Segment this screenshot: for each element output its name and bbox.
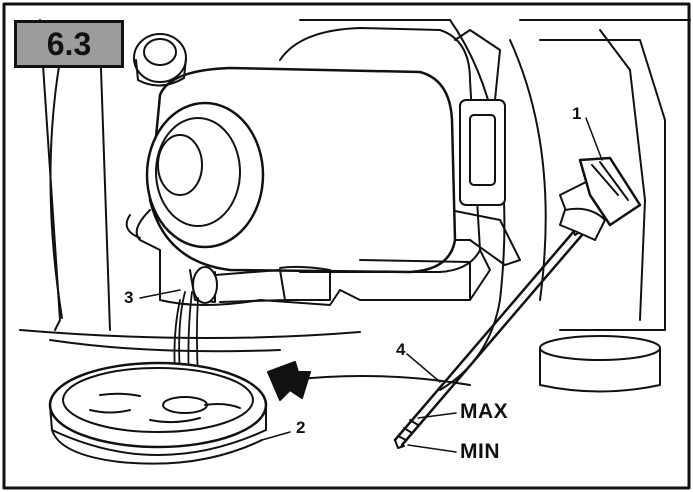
vehicle-body-panels [19,19,691,391]
drain-pan [48,361,268,465]
leader-max [417,412,457,419]
leader-lines [139,117,603,453]
callout-4-label: 4 [396,340,406,359]
leader-4 [406,353,441,383]
dipstick-max-label: MAX [460,400,509,423]
leader-1 [585,117,603,161]
dipstick [393,156,642,449]
callout-1-label: 1 [572,104,582,123]
callout-2-label: 2 [296,418,306,437]
engine-assembly [125,27,521,306]
callout-3-label: 3 [124,288,134,307]
leader-min [407,444,457,453]
leader-2 [261,431,291,441]
dipstick-min-label: MIN [460,440,500,463]
figure-label: 6.3 [14,20,124,68]
leader-3 [139,289,181,299]
support-block [539,335,661,393]
direction-arrow [267,361,311,401]
